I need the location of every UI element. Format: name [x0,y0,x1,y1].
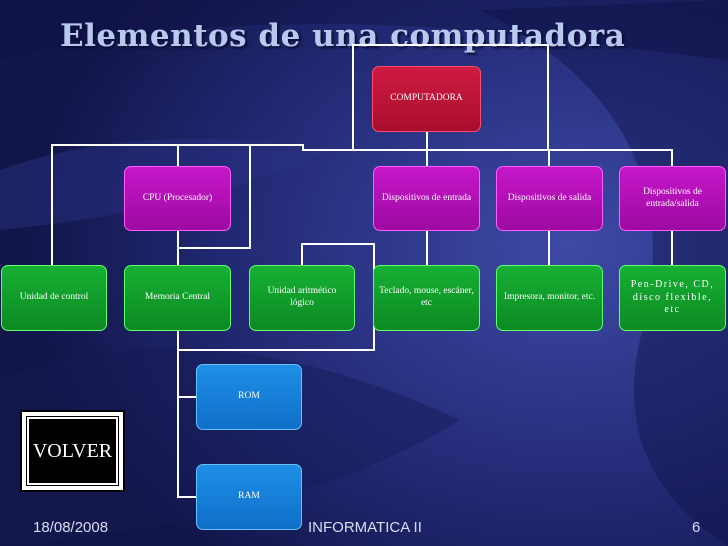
node-cpu: CPU (Procesador) [124,166,231,231]
connector-alu-frame [178,243,375,351]
node-dispositivos-salida-label: Dispositivos de salida [507,192,592,203]
node-cpu-label: CPU (Procesador) [142,192,213,203]
slide-title: Elementos de una computadora [60,18,626,54]
node-unidad-aritmetica: Unidad aritmético lógico [249,265,355,331]
volver-button-label[interactable]: VOLVER [26,416,119,486]
footer-title: INFORMATICA II [308,519,422,536]
connector-bus [51,144,673,265]
footer-page-number: 6 [692,519,701,536]
node-memoria-central: Memoria Central [124,265,231,331]
node-teclado: Teclado, mouse, escáner, etc [373,265,480,331]
node-rom-label: ROM [238,391,260,402]
node-impresora-label: Impresora, monitor, etc. [503,292,596,303]
node-teclado-label: Teclado, mouse, escáner, etc [379,286,474,308]
node-unidad-control: Unidad de control [1,265,107,331]
node-unidad-aritmetica-label: Unidad aritmético lógico [267,286,337,308]
node-computadora-label: COMPUTADORA [390,93,463,104]
connector-root-frame [352,44,549,150]
node-dispositivos-es: Dispositivos de entrada/salida [619,166,726,231]
node-impresora: Impresora, monitor, etc. [496,265,603,331]
node-pen-drive-label: Pen-Drive, CD, disco flexible, etc [630,279,715,316]
node-rom: ROM [196,364,302,430]
node-dispositivos-entrada: Dispositivos de entrada [373,166,480,231]
node-dispositivos-entrada-label: Dispositivos de entrada [381,192,472,203]
node-memoria-central-label: Memoria Central [144,292,211,303]
node-dispositivos-salida: Dispositivos de salida [496,166,603,231]
footer-date: 18/08/2008 [33,519,109,536]
node-computadora: COMPUTADORA [372,66,481,132]
volver-button[interactable]: VOLVER [20,410,125,492]
node-ram: RAM [196,464,302,530]
node-unidad-control-label: Unidad de control [19,292,89,303]
connector-cpu-alu-loop [177,145,251,249]
node-ram-label: RAM [238,491,260,502]
node-dispositivos-es-label: Dispositivos de entrada/salida [643,186,702,209]
node-pen-drive: Pen-Drive, CD, disco flexible, etc [619,265,726,331]
connector-memoria-spine [177,331,196,498]
